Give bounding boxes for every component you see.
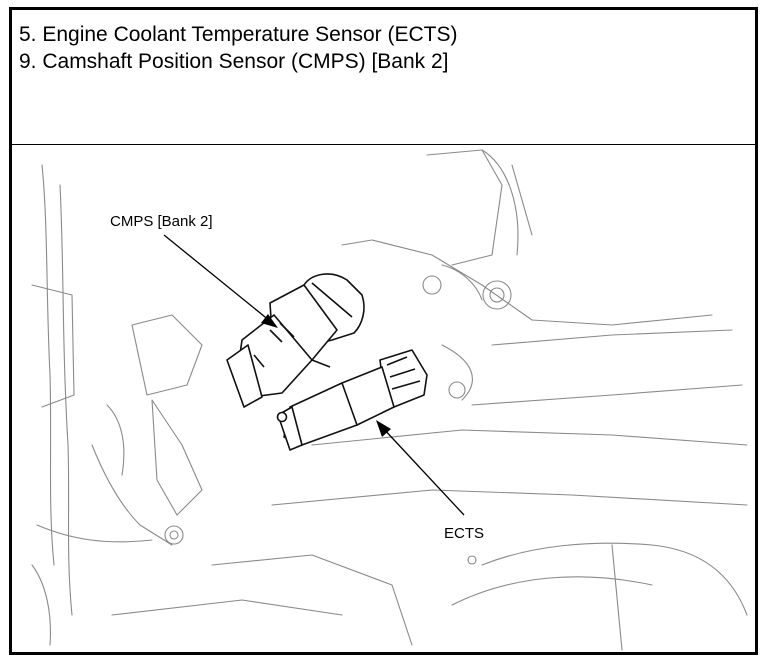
legend-item-cmps: 9. Camshaft Position Sensor (CMPS) [Bank… [19, 50, 449, 73]
ects-label: ECTS [444, 525, 484, 542]
document-frame: 5. Engine Coolant Temperature Sensor (EC… [9, 7, 758, 655]
engine-line-drawing: CMPS [Bank 2] ECTS [31, 149, 748, 651]
ects-callout: ECTS [376, 420, 484, 542]
engine-background-lines [31, 149, 748, 651]
parts-legend: 5. Engine Coolant Temperature Sensor (EC… [12, 10, 755, 145]
cmps-arrowhead [261, 314, 278, 328]
cmps-sensor [226, 273, 365, 408]
cmps-leader-line [163, 234, 271, 322]
cmps-callout: CMPS [Bank 2] [110, 213, 278, 328]
ects-arrowhead [376, 420, 391, 437]
legend-item-ects: 5. Engine Coolant Temperature Sensor (EC… [19, 23, 458, 46]
ects-leader-line [381, 426, 465, 516]
cmps-label: CMPS [Bank 2] [110, 213, 213, 230]
ects-sensor [276, 349, 428, 451]
sensor-location-illustration: CMPS [Bank 2] ECTS [12, 145, 755, 652]
